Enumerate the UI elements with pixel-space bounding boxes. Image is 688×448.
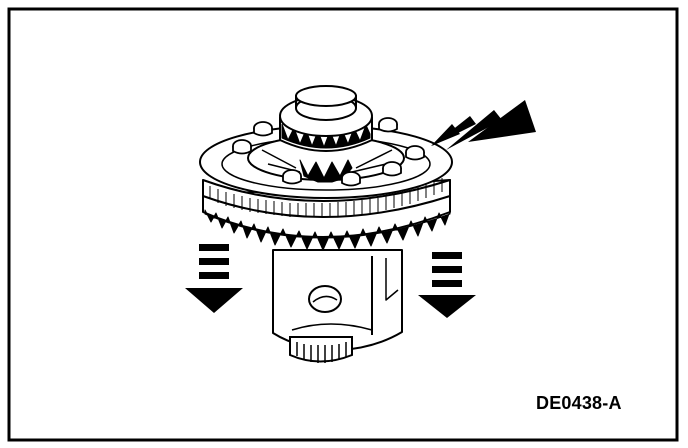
bolt [232,139,252,155]
bolt [282,169,302,185]
bolt [382,161,402,177]
triple-arrow-left-down-icon [431,100,536,150]
differential-case-body [272,249,403,351]
ring-gear-bolts [232,117,425,187]
figure-caption: DE0438-A [536,393,622,413]
bolt [378,117,398,133]
case-window [308,285,342,313]
striped-down-arrow-icon [418,252,476,318]
bolt [405,145,425,161]
figure-border [7,7,679,442]
lower-bearing-hub [289,336,353,363]
striped-down-arrow-icon [185,244,243,313]
bolt [341,171,361,187]
bolt [253,121,273,137]
differential-center [247,135,405,183]
upper-carrier-bearing [279,85,373,152]
